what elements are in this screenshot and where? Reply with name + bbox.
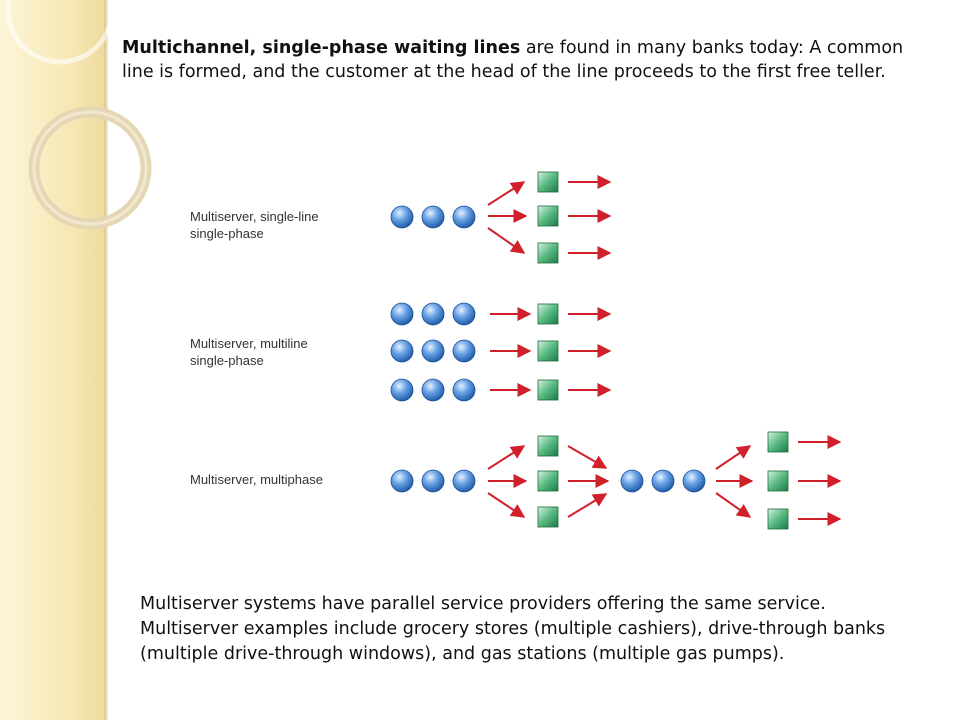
customer-circle [390,205,414,229]
customer-circle [421,205,445,229]
flow-arrow [487,181,526,206]
customer-circle [421,339,445,363]
server-square [767,470,789,492]
server-square [537,506,559,528]
label-multiserver-multiphase: Multiserver, multiphase [190,472,323,487]
customer-circle [452,378,476,402]
customer-circle [421,378,445,402]
label-single-phase-2: single-phase [190,353,264,368]
footer-line-1: Multiserver systems have parallel servic… [140,594,826,614]
flow-arrow [715,492,752,518]
footer-line-2: Multiserver examples include grocery sto… [140,619,886,664]
customer-circle [390,339,414,363]
flow-arrow [567,493,608,518]
customer-circle [421,302,445,326]
customer-circle [421,469,445,493]
flow-arrow [487,445,526,470]
server-square [767,431,789,453]
label-multiserver-multiline: Multiserver, multiline [190,336,308,351]
customer-circle [620,469,644,493]
decorative-rings [5,0,152,230]
intro-rest: are found in many banks today: A common … [122,38,904,82]
server-square [537,340,559,362]
server-square [767,508,789,530]
server-square [537,379,559,401]
sidebar-edge [104,0,108,720]
customer-circle [682,469,706,493]
customer-circle [452,302,476,326]
intro-text: Multichannel, single-phase waiting lines… [122,36,922,84]
server-square [537,435,559,457]
flow-arrow [715,445,752,470]
customer-circle [452,205,476,229]
flow-arrow [487,492,526,518]
customer-circle [452,469,476,493]
flow-arrow [487,227,526,254]
flow-arrow [567,445,608,469]
customer-circle [390,469,414,493]
server-square [537,303,559,325]
server-square [537,205,559,227]
customer-circle [452,339,476,363]
customer-circle [390,378,414,402]
server-square [537,171,559,193]
customer-circle [651,469,675,493]
server-square [537,242,559,264]
footer-text: Multiserver systems have parallel servic… [140,592,940,667]
intro-bold: Multichannel, single-phase waiting lines [122,38,521,58]
server-square [537,470,559,492]
label-single-phase-1: single-phase [190,226,264,241]
label-multiserver-single-line: Multiserver, single-line [190,209,319,224]
customer-circle [390,302,414,326]
